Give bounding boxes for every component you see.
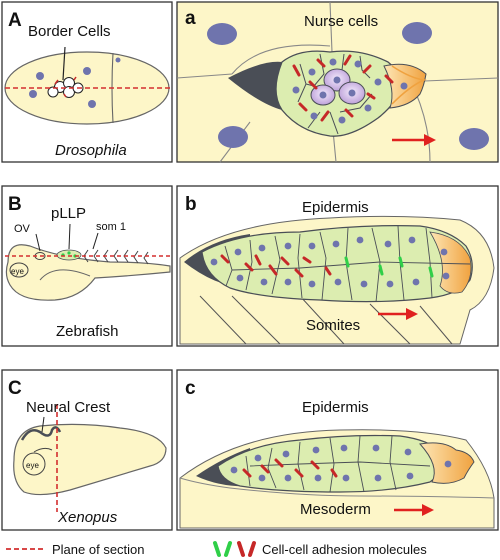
nucleus: [83, 67, 91, 75]
panel-B: B pLLP OV som 1 eye Zebrafish: [1, 185, 173, 347]
xenopus-embryo: [13, 423, 167, 496]
eye-icon: [9, 262, 29, 278]
panel-A: A Border Cells Drosophila: [1, 1, 173, 163]
legend: Plane of section Cell-cell adhesion mole…: [6, 541, 427, 557]
panel-letter-A: A: [8, 10, 22, 31]
eye-label: eye: [11, 267, 24, 276]
pointer-line: [62, 46, 66, 81]
somites-label: Somites: [306, 317, 360, 334]
panel-letter-B: B: [8, 194, 22, 215]
pllp-label: pLLP: [51, 205, 86, 222]
panel-letter-a: a: [185, 8, 196, 29]
migration-arrowhead: [424, 134, 436, 146]
panel-b: b Epidermis Somites: [176, 185, 499, 347]
plane-of-section-legend-label: Plane of section: [52, 542, 145, 557]
eye-label: eye: [26, 461, 39, 470]
nucleus: [36, 72, 44, 80]
epidermis-label: Epidermis: [302, 199, 369, 216]
mesoderm-label: Mesoderm: [300, 501, 371, 518]
pllp-cluster-detail: [184, 225, 473, 303]
nucleus: [88, 100, 96, 108]
nucleus: [115, 57, 121, 63]
organism-label-zebrafish: Zebrafish: [56, 323, 119, 340]
nurse-cell-nucleus: [402, 22, 432, 44]
panel-C: C Neural Crest eye Xenopus: [1, 369, 173, 531]
panel-letter-b: b: [185, 194, 197, 215]
panel-c: c Epidermis Mesoderm: [176, 369, 499, 531]
organism-label-drosophila: Drosophila: [55, 142, 127, 159]
somite-boundaries: [199, 295, 453, 345]
panel-letter-c: c: [185, 378, 196, 399]
nurse-cell-nucleus: [207, 23, 237, 45]
nurse-cells-label: Nurse cells: [304, 13, 378, 30]
nurse-cell-nucleus: [218, 126, 248, 148]
panel-a: a Nurse cells: [176, 1, 499, 163]
migration-arrowhead: [422, 504, 434, 516]
neural-crest-cluster: [196, 434, 475, 493]
adhesion-legend-label: Cell-cell adhesion molecules: [262, 542, 427, 557]
ov-label: OV: [14, 223, 31, 235]
som1-label: som 1: [96, 221, 126, 233]
pointer-line: [68, 223, 71, 250]
nucleus: [29, 90, 37, 98]
organism-label-xenopus: Xenopus: [57, 509, 118, 526]
pllp-primordium: [56, 249, 82, 261]
pointer-line: [41, 416, 45, 433]
pointer-line: [35, 233, 41, 252]
epidermis-label: Epidermis: [302, 399, 369, 416]
adhesion-molecule-icon: [213, 541, 256, 557]
zebrafish-embryo: [5, 244, 171, 301]
pointer-line: [92, 232, 99, 250]
border-cell-cluster-detail: [228, 50, 427, 137]
migration-arrowhead: [406, 308, 418, 320]
neural-crest-label: Neural Crest: [26, 399, 111, 416]
nurse-cell-nucleus: [459, 128, 489, 150]
panel-letter-C: C: [8, 378, 22, 399]
border-cells-label: Border Cells: [28, 23, 111, 40]
eye-icon: [22, 452, 46, 476]
border-cell-cluster: [47, 76, 84, 98]
